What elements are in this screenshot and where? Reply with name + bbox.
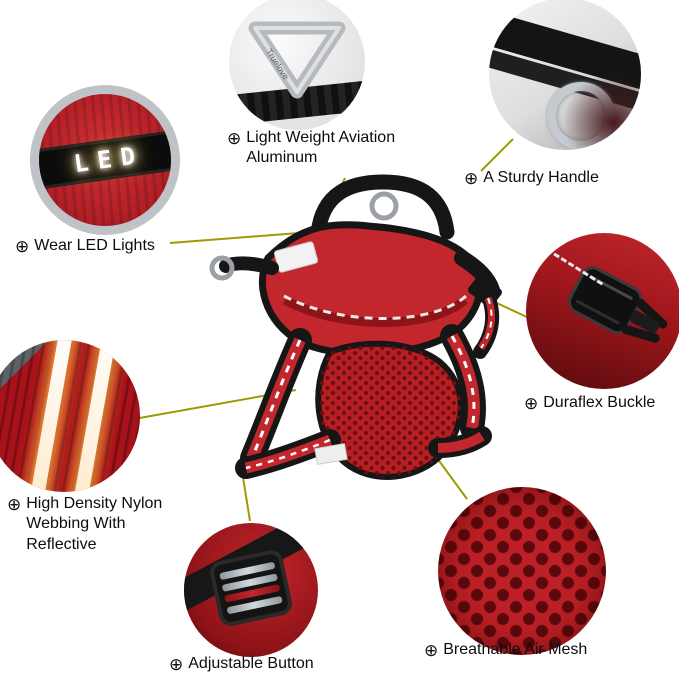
left-d-ring-icon	[209, 255, 235, 281]
buckle-icon	[568, 266, 668, 343]
callout-adjustable-button: ⊕ Adjustable Button	[169, 654, 314, 676]
callout-air-mesh: ⊕ Breathable Air Mesh	[424, 640, 587, 662]
circled-plus-icon: ⊕	[227, 129, 242, 148]
circled-plus-icon: ⊕	[424, 641, 439, 660]
circled-plus-icon: ⊕	[524, 394, 539, 413]
callout-label-text: Wear LED Lights	[34, 237, 155, 254]
detail-photo-air-mesh	[438, 487, 606, 655]
callout-label-text: Breathable Air Mesh	[443, 641, 588, 658]
harness-back-panel	[258, 221, 484, 358]
detail-photo-aviation-aluminum: Truelove	[229, 0, 365, 130]
brand-label-patch	[274, 241, 318, 273]
harness-right-buckle-strap	[454, 250, 502, 359]
harness-belly-strap	[235, 426, 492, 479]
callout-led-lights: ⊕ Wear LED Lights	[15, 236, 155, 258]
detail-photo-led-lights: LED	[30, 85, 180, 235]
reflective-stripe	[71, 340, 119, 492]
harness-left-strap	[240, 328, 312, 470]
harness-left-neck-strap	[209, 255, 279, 281]
circled-plus-icon: ⊕	[7, 495, 22, 514]
detail-photo-adjustable-button	[184, 523, 318, 657]
led-glow-text: LED	[72, 140, 147, 179]
circled-plus-icon: ⊕	[169, 655, 184, 674]
circled-plus-icon: ⊕	[15, 237, 30, 256]
reflective-stripe	[27, 340, 75, 492]
callout-label-text: A Sturdy Handle	[483, 169, 599, 186]
callout-duraflex-buckle: ⊕ Duraflex Buckle	[524, 393, 655, 415]
handle-d-ring-icon	[369, 191, 399, 221]
circled-plus-icon: ⊕	[464, 169, 479, 188]
detail-photo-reflective-webbing	[0, 340, 140, 492]
connector-line-led	[169, 232, 300, 244]
detail-photo-duraflex-buckle	[526, 233, 679, 389]
aluminum-triangle-ring-icon: Truelove	[248, 21, 346, 99]
harness-right-strap	[440, 324, 486, 440]
callout-label-text: Light Weight Aviation Aluminum	[246, 129, 396, 167]
photo-shadow	[563, 72, 641, 150]
callout-aviation-aluminum: ⊕ Light Weight Aviation Aluminum	[227, 128, 424, 169]
detail-photo-sturdy-handle	[489, 0, 641, 150]
callout-nylon-webbing: ⊕ High Density Nylon Webbing With Reflec…	[7, 494, 181, 555]
harness-chest-plate	[315, 340, 464, 480]
connector-line-handle	[480, 138, 514, 172]
callout-sturdy-handle: ⊕ A Sturdy Handle	[464, 168, 599, 190]
harness-handle	[310, 174, 455, 242]
tri-glide-slider-icon	[207, 548, 295, 628]
connector-line-adjustable	[241, 470, 251, 522]
size-tag-patch	[314, 442, 348, 466]
callout-label-text: High Density Nylon Webbing With Reflecti…	[26, 495, 163, 553]
callout-label-text: Duraflex Buckle	[543, 394, 656, 411]
callout-label-text: Adjustable Button	[188, 655, 314, 672]
led-strip: LED	[39, 129, 171, 191]
